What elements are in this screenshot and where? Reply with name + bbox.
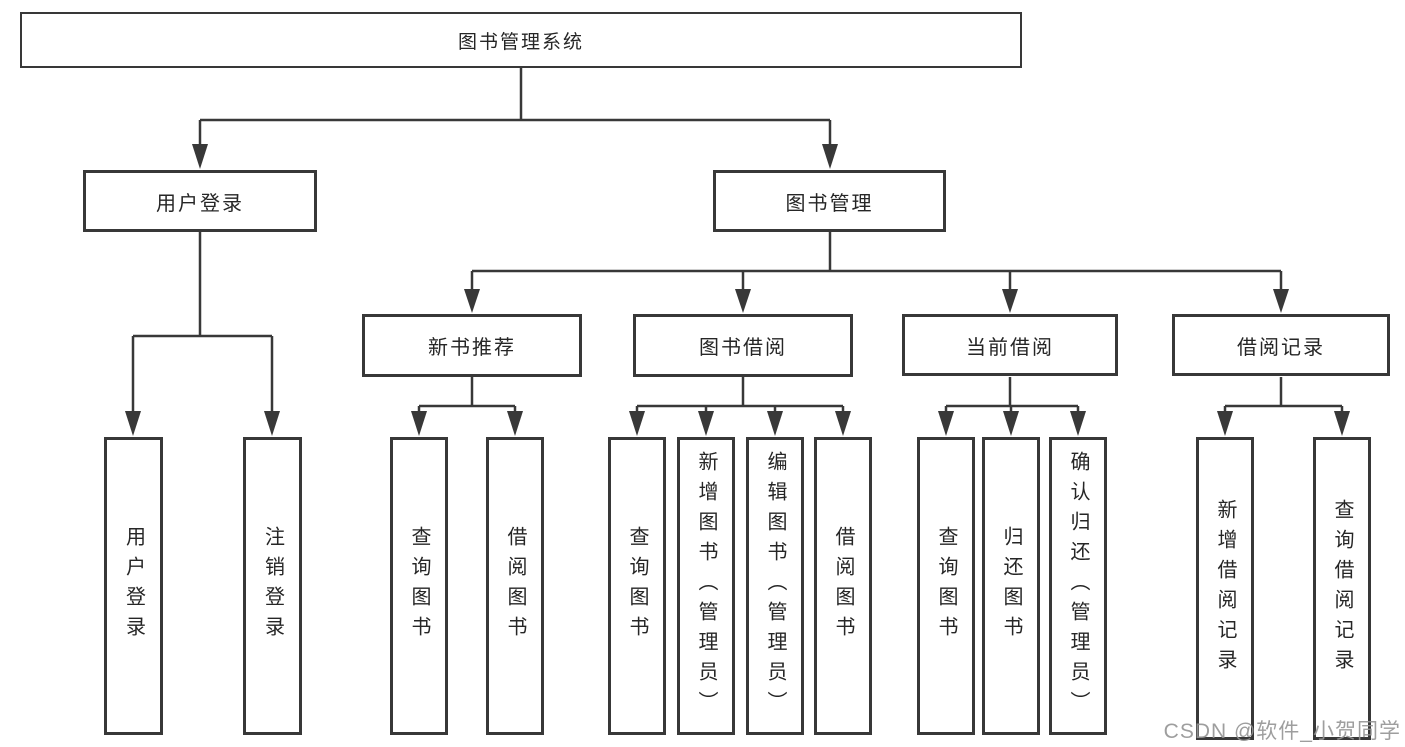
leaf-logout: 注销登录 [243,437,302,735]
leaf-label: 查询图书 [408,526,430,646]
node-root-library-management-system: 图书管理系统 [20,12,1022,68]
leaf-add-books-admin: 新增图书（管理员） [677,437,735,735]
leaf-label: 查询图书 [935,526,957,646]
node-user-login-branch: 用户登录 [83,170,317,232]
node-book-management-branch: 图书管理 [713,170,946,232]
arrowhead-icons [125,144,1350,436]
leaf-query-books-3: 查询图书 [917,437,975,735]
node-label: 图书借阅 [699,337,787,359]
node-new-book-recommendation: 新书推荐 [362,314,582,377]
csdn-watermark: CSDN @软件_小贺同学 [1163,720,1401,743]
leaf-confirm-return-admin: 确认归还（管理员） [1049,437,1107,735]
leaf-query-borrow-record: 查询借阅记录 [1313,437,1371,740]
leaf-label: 归还图书 [1000,526,1022,646]
leaf-query-books-1: 查询图书 [390,437,448,735]
node-current-borrowing: 当前借阅 [902,314,1118,376]
leaf-label: 新增借阅记录 [1214,498,1236,679]
leaf-label: 新增图书（管理员） [695,451,717,721]
node-label: 图书管理系统 [457,31,584,53]
leaf-query-books-2: 查询图书 [608,437,666,735]
leaf-label: 用户登录 [122,526,145,646]
leaf-label: 借阅图书 [504,526,526,646]
node-label: 用户登录 [156,192,244,215]
node-label: 新书推荐 [428,337,516,359]
leaf-label: 借阅图书 [832,526,854,646]
leaf-add-borrow-record: 新增借阅记录 [1196,437,1254,740]
node-borrowing-records: 借阅记录 [1172,314,1390,376]
leaf-edit-books-admin: 编辑图书（管理员） [746,437,804,735]
node-book-borrowing: 图书借阅 [633,314,853,377]
leaf-label: 查询图书 [626,526,648,646]
node-label: 当前借阅 [966,336,1054,359]
leaf-user-login: 用户登录 [104,437,163,735]
node-label: 借阅记录 [1237,336,1325,359]
leaf-label: 编辑图书（管理员） [764,451,786,721]
leaf-label: 确认归还（管理员） [1067,451,1089,721]
leaf-label: 注销登录 [261,526,284,646]
leaf-label: 查询借阅记录 [1331,498,1353,679]
leaf-return-books: 归还图书 [982,437,1040,735]
leaf-borrow-books-1: 借阅图书 [486,437,544,735]
node-label: 图书管理 [785,192,874,215]
leaf-borrow-books-2: 借阅图书 [814,437,872,735]
